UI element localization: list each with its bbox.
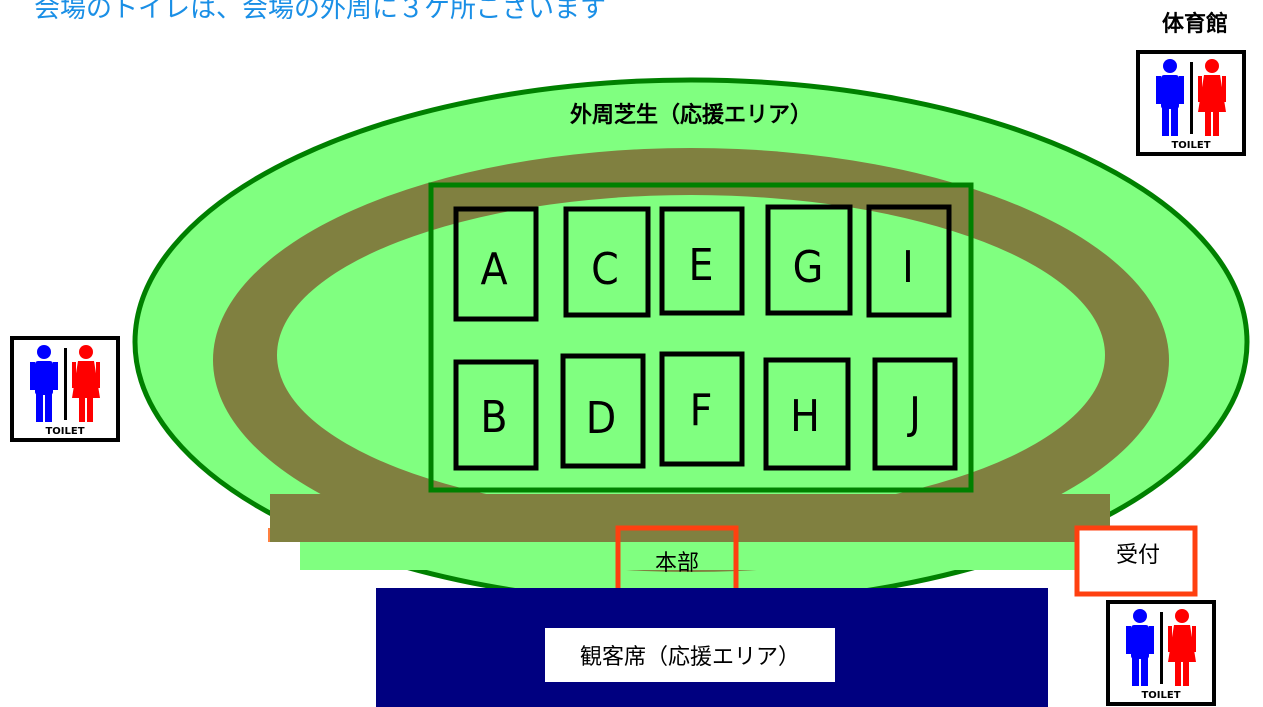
toilet-sign-west: TOILET [10, 336, 120, 442]
area-label-a: A [480, 244, 507, 295]
area-row-bottom: B D F H J [453, 351, 958, 471]
toilet-sign-text: TOILET [1141, 690, 1180, 701]
toilet-sign-text: TOILET [1171, 140, 1210, 151]
area-row-top: A C E G I [453, 204, 952, 322]
area-label-i: I [902, 242, 914, 293]
reception-label: 受付 [1116, 543, 1160, 568]
home-straight [270, 494, 1110, 542]
toilet-sign-gym: TOILET [1136, 50, 1246, 156]
headline: 会場のトイレは、会場の外周に３ケ所ございます [34, 0, 607, 24]
area-box-c [563, 206, 651, 318]
area-box-g [765, 204, 853, 316]
hq-label: 本部 [655, 551, 699, 576]
stands-label-box [545, 628, 835, 682]
toilet-icon: TOILET [1126, 609, 1196, 701]
area-label-d: D [586, 393, 617, 444]
area-label-c: C [591, 244, 619, 295]
area-label-e: E [688, 240, 713, 291]
gym-label: 体育館 [1161, 12, 1228, 37]
reception-marker [1074, 525, 1198, 597]
area-label-g: G [793, 242, 824, 293]
area-box-e [659, 206, 745, 316]
lawn-strip [300, 542, 1090, 570]
area-box-j [872, 357, 958, 471]
area-box-b [453, 359, 539, 471]
toilet-icon: TOILET [30, 345, 100, 437]
area-box-a [453, 206, 539, 322]
area-label-b: B [480, 392, 507, 443]
stands-label: 観客席（応援エリア） [580, 645, 800, 670]
outer-lawn-label: 外周芝生（応援エリア） [570, 102, 812, 128]
area-label-f: F [690, 385, 713, 436]
area-box-i [866, 204, 952, 318]
area-box-h [763, 357, 851, 471]
area-box-d [560, 353, 646, 469]
area-label-j: J [906, 388, 921, 439]
toilet-icon: TOILET [1156, 59, 1226, 151]
area-box-f [659, 351, 745, 467]
toilet-sign-reception: TOILET [1106, 600, 1216, 706]
toilet-sign-text: TOILET [45, 426, 84, 437]
area-label-h: H [790, 391, 820, 442]
event-area-frame [428, 182, 974, 493]
